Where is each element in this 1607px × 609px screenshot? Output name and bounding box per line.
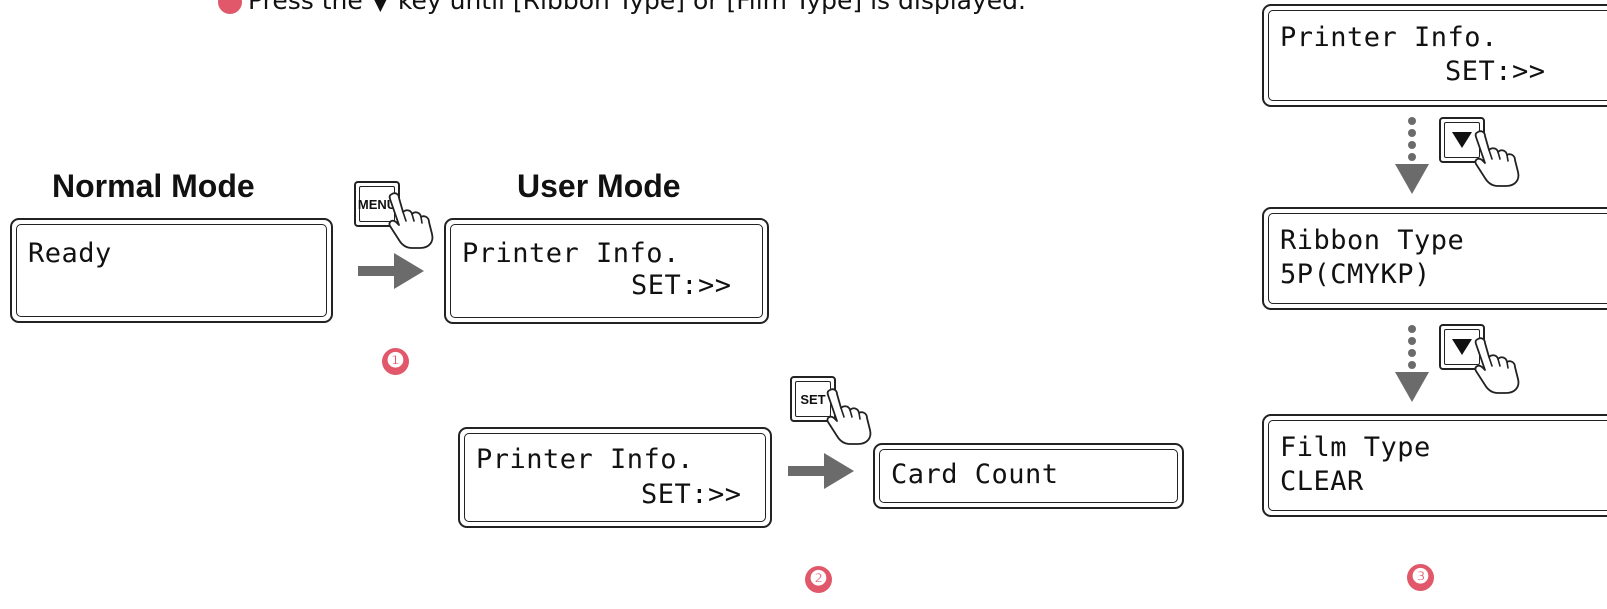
lcd-line-2: SET:>> [641,479,742,510]
lcd-line-1: Film Type [1280,432,1431,463]
lcd-step3-printer-info: Printer Info. SET:>> [1262,4,1607,107]
step-1-badge: ❶ [382,348,409,375]
lcd-line-2: CLEAR [1280,466,1364,497]
down-triangle-icon [1452,132,1472,148]
lcd-step3-film-type: Film Type CLEAR [1262,414,1607,517]
pointing-hand-icon [826,388,872,445]
pointing-hand-icon [388,192,434,249]
lcd-line-1: Ready [28,238,112,269]
lcd-normal-mode: Ready [10,218,333,323]
lcd-line-2: SET:>> [631,270,732,301]
right-arrow-icon [358,253,424,289]
down-arrow-icon [1395,325,1429,402]
pointing-hand-icon [1474,337,1520,394]
lcd-step2-printer-info: Printer Info. SET:>> [458,427,772,528]
lcd-line-1: Printer Info. [476,444,694,475]
lcd-line-2: 5P(CMYKP) [1280,259,1431,290]
lcd-step2-card-count: Card Count [873,443,1184,509]
user-mode-label: User Mode [517,168,681,204]
lcd-user-mode: Printer Info. SET:>> [444,218,769,324]
lcd-line-1: Printer Info. [1280,22,1498,53]
set-key[interactable]: SET [790,376,836,422]
pointing-hand-icon [1474,130,1520,187]
lcd-step3-ribbon-type: Ribbon Type 5P(CMYKP) [1262,207,1607,310]
instruction-text: Press the ▼ key until [Ribbon Type] or [… [218,0,1026,15]
lcd-line-1: Printer Info. [462,238,680,269]
step-2-badge: ❷ [805,566,832,593]
lcd-line-1: Ribbon Type [1280,225,1465,256]
step-3-badge: ❸ [1407,564,1434,591]
lcd-line-2: SET:>> [1445,56,1546,87]
normal-mode-label: Normal Mode [52,168,255,204]
lcd-line-1: Card Count [891,459,1059,490]
step-bullet-icon [218,0,242,14]
down-arrow-icon [1395,117,1429,194]
right-arrow-icon [788,453,854,489]
down-triangle-icon [1452,339,1472,355]
